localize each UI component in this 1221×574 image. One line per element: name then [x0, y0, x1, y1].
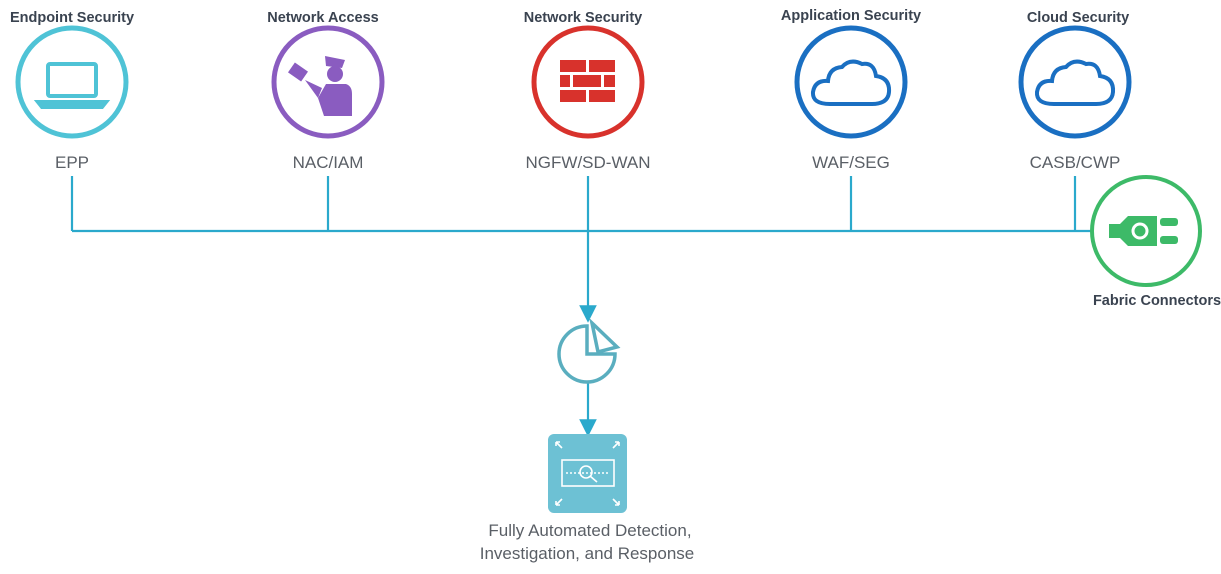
laptop-icon	[33, 62, 111, 109]
node-title: Network Access	[267, 10, 379, 26]
pie-chart-icon	[557, 317, 621, 384]
node-title: Application Security	[781, 8, 921, 24]
node-label: WAF/SEG	[812, 153, 890, 172]
analytics-node	[557, 317, 621, 384]
expand-magnify-icon	[555, 441, 620, 506]
plug-gear-icon	[1109, 216, 1178, 246]
node-label: CASB/CWP	[1030, 153, 1121, 172]
response-node: Fully Automated Detection, Investigation…	[480, 434, 695, 563]
firewall-icon	[560, 60, 615, 102]
node-application-security: Application Security WAF/SEG	[781, 8, 921, 172]
connector-lines	[70, 176, 1092, 437]
guard-icon	[288, 56, 352, 116]
node-fabric-connectors: Fabric Connectors	[1090, 175, 1221, 309]
node-ring	[794, 25, 908, 139]
node-label: EPP	[55, 153, 89, 172]
response-caption-line2: Investigation, and Response	[480, 544, 695, 563]
node-title: Endpoint Security	[10, 10, 134, 26]
cloud-icon	[1034, 59, 1116, 106]
node-network-security: Network Security NGFW/SD-WAN	[524, 10, 651, 172]
node-ring	[271, 25, 385, 139]
fabric-title: Fabric Connectors	[1093, 293, 1221, 309]
node-cloud-security: Cloud Security CASB/CWP	[1018, 10, 1132, 172]
node-ring	[15, 25, 129, 139]
cloud-icon	[810, 59, 892, 106]
node-label: NGFW/SD-WAN	[526, 153, 651, 172]
node-title: Cloud Security	[1027, 10, 1129, 26]
node-endpoint-security: Endpoint Security EPP	[10, 10, 134, 172]
node-title: Network Security	[524, 10, 642, 26]
node-network-access: Network Access NAC/IAM	[267, 10, 385, 172]
node-label: NAC/IAM	[293, 153, 364, 172]
node-ring	[1018, 25, 1132, 139]
response-caption-line1: Fully Automated Detection,	[488, 521, 691, 540]
